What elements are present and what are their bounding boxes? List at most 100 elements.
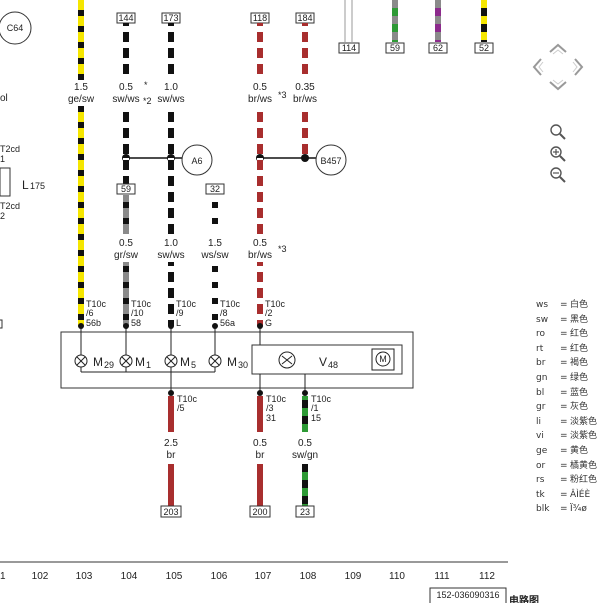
legend-code: ge [536, 445, 548, 456]
svg-text:144: 144 [118, 13, 133, 23]
legend-code: br [536, 358, 546, 369]
zoom-fit-icon[interactable] [550, 124, 566, 140]
pan-up-icon[interactable] [549, 43, 567, 55]
legend-row: li=淡紫色 [536, 415, 603, 430]
svg-text:109: 109 [345, 571, 362, 582]
legend-code: or [536, 460, 546, 471]
svg-text:/9: /9 [176, 308, 184, 318]
svg-text:59: 59 [390, 43, 400, 53]
lamp-m5: M 5 [164, 354, 196, 370]
lamp-m1: M 1 [119, 354, 151, 370]
legend-row: gr=灰色 [536, 400, 603, 415]
svg-text:L: L [176, 318, 181, 328]
svg-text:br/ws: br/ws [248, 94, 272, 105]
legend-equals: = [560, 416, 568, 427]
svg-text:175: 175 [30, 181, 45, 191]
pan-down-icon[interactable] [549, 79, 567, 91]
legend-color-name: 红色 [570, 343, 589, 354]
svg-text:V: V [319, 355, 327, 369]
svg-text:M: M [180, 355, 190, 369]
wire-label-104-mid: 0.5 gr/sw [114, 238, 139, 261]
svg-text:110: 110 [389, 571, 405, 582]
legend-code: vi [536, 431, 544, 442]
svg-text:br/ws: br/ws [248, 250, 272, 261]
terminal-59-mid: 59 [116, 183, 136, 195]
svg-text:114: 114 [342, 43, 356, 53]
svg-text:/8: /8 [220, 308, 228, 318]
legend-equals: = [560, 431, 568, 442]
legend-equals: = [560, 358, 568, 369]
left-edge-fragments: ol T2cd 1 L 175 T2cd 2 [0, 93, 45, 329]
svg-text:1.5: 1.5 [74, 82, 88, 93]
wire-label-104-upper: 0.5 * sw/ws *2 [112, 80, 151, 106]
terminal-23: 23 [295, 505, 315, 518]
pan-right-icon[interactable] [572, 58, 584, 76]
legend-color-name: 淡紫色 [570, 431, 598, 442]
svg-text:1: 1 [146, 360, 151, 370]
legend-code: rs [536, 475, 545, 486]
svg-text:1.5: 1.5 [208, 238, 222, 249]
svg-text:gr/sw: gr/sw [114, 250, 139, 261]
legend-row: ws=白色 [536, 298, 603, 313]
svg-text:23: 23 [300, 507, 310, 517]
wire-label-103-upper: 1.5 ge/sw [68, 82, 95, 105]
plug-bottom-pin-2: T10c /3 31 [257, 390, 287, 423]
plug-top-pin-4: T10c /8 56a [220, 299, 241, 328]
pan-left-icon[interactable] [532, 58, 544, 76]
legend-equals: = [560, 343, 568, 354]
svg-text:M: M [379, 354, 387, 364]
wire-label-105-lower: 2.5 br [164, 438, 178, 461]
legend-equals: = [560, 402, 568, 413]
svg-text:1: 1 [0, 154, 5, 164]
wire-label-107-mid: 0.5 br/ws *3 [248, 238, 286, 261]
svg-text:T10c: T10c [265, 299, 286, 309]
svg-text:T10c: T10c [311, 394, 332, 404]
legend-code: gn [536, 372, 548, 383]
svg-text:T2cd: T2cd [0, 201, 20, 211]
wire-label-106-mid: 1.5 ws/sw [200, 238, 229, 261]
svg-text:ol: ol [0, 93, 8, 104]
terminal-59-top: 59 [385, 42, 405, 54]
legend-row: ge=黄色 [536, 444, 603, 459]
svg-text:A6: A6 [191, 156, 202, 166]
svg-text:/3: /3 [266, 403, 274, 413]
svg-text:2.5: 2.5 [164, 438, 178, 449]
svg-text:59: 59 [121, 184, 131, 194]
svg-text:br/ws: br/ws [293, 94, 317, 105]
svg-text:1.0: 1.0 [164, 82, 178, 93]
svg-text:*3: *3 [278, 90, 287, 100]
plug-feed-segments [123, 262, 263, 326]
legend-equals: = [560, 314, 568, 325]
svg-text:*3: *3 [278, 244, 287, 254]
svg-text:sw/ws: sw/ws [112, 94, 139, 105]
legend-equals: = [560, 504, 568, 515]
plug-top-pin-1: T10c /6 56b [86, 299, 107, 328]
svg-text:ge/sw: ge/sw [68, 94, 95, 105]
zoom-out-icon[interactable] [550, 167, 566, 183]
legend-row: bl=蓝色 [536, 386, 603, 401]
plug-bottom-pin-3: T10c /1 15 [302, 390, 332, 423]
legend-row: or=橘黄色 [536, 459, 603, 474]
svg-text:ws/sw: ws/sw [200, 250, 229, 261]
motor-icon [375, 351, 391, 367]
legend-equals: = [560, 329, 568, 340]
svg-text:T10c: T10c [266, 394, 287, 404]
terminal-144: 144 [116, 12, 136, 24]
legend-code: tk [536, 489, 545, 500]
svg-text:15: 15 [311, 413, 321, 423]
terminal-52: 52 [474, 42, 494, 54]
wire-label-108-upper: 0.35 br/ws [293, 82, 317, 105]
plug-bottom-pin-1: T10c /5 [168, 390, 198, 413]
svg-text:1.0: 1.0 [164, 238, 178, 249]
lower-wire-segments [168, 396, 308, 506]
svg-text:107: 107 [255, 571, 272, 582]
svg-text:G: G [265, 318, 272, 328]
svg-text:30: 30 [238, 360, 248, 370]
wire-label-105-mid: 1.0 sw/ws [157, 238, 184, 261]
terminal-184: 184 [295, 12, 315, 24]
svg-text:M: M [93, 355, 103, 369]
legend-code: rt [536, 343, 544, 354]
svg-text:118: 118 [253, 13, 267, 23]
legend-color-name: 蓝色 [570, 387, 589, 398]
zoom-in-icon[interactable] [550, 146, 566, 162]
